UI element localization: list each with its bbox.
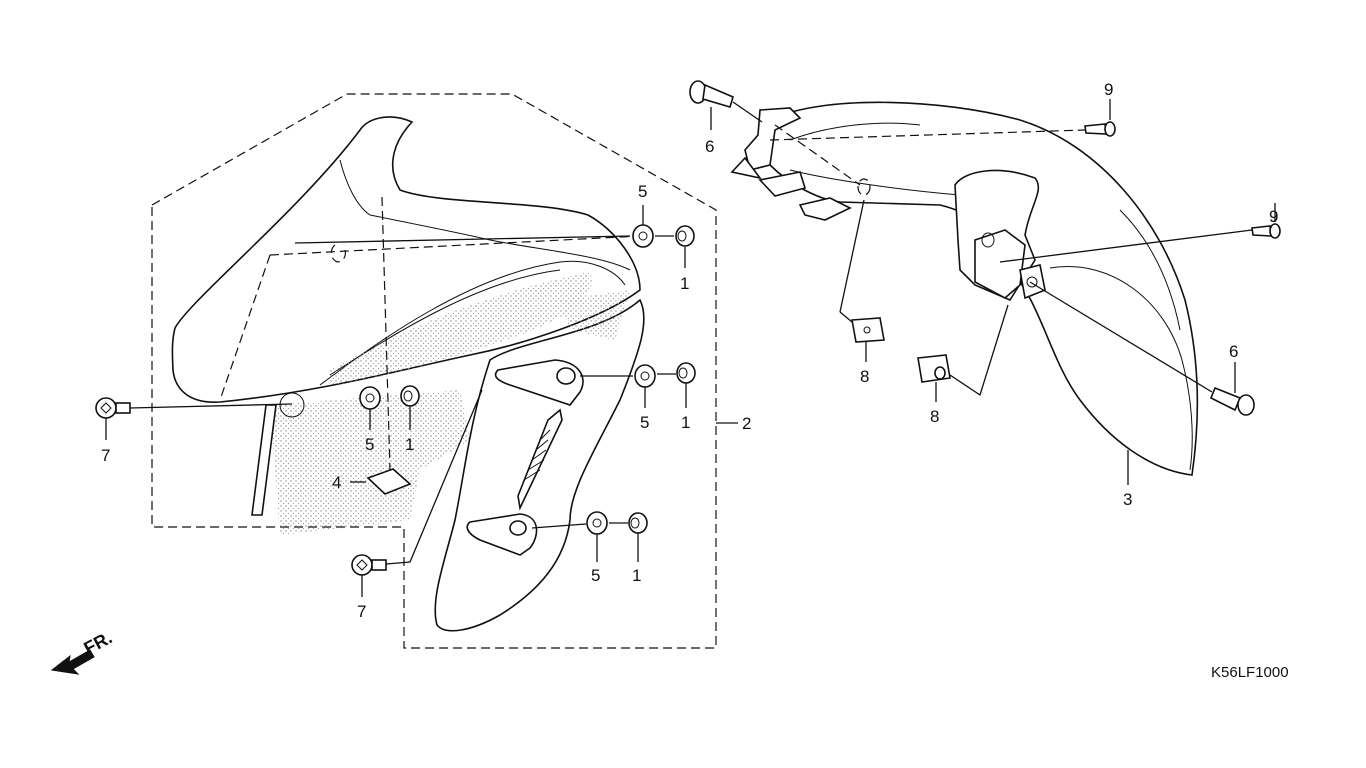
- callout-5-middle: 5: [640, 413, 649, 432]
- callout-1-left: 1: [405, 435, 414, 454]
- callout-4: 4: [332, 473, 341, 492]
- callout-9-upper: 9: [1104, 80, 1113, 99]
- grommet-left: [359, 386, 381, 410]
- front-fender-group: [689, 80, 1281, 485]
- screw-9-lower: [1251, 223, 1281, 239]
- callout-8-right: 8: [930, 407, 939, 426]
- cowl-stipple-upper: [330, 272, 592, 385]
- fender-rear-tab: [744, 107, 802, 171]
- screw-9-upper: [1084, 121, 1116, 137]
- callout-6-upper: 6: [705, 137, 714, 156]
- diagram-code: K56LF1000: [1211, 664, 1289, 681]
- collar-left: [400, 385, 420, 407]
- callout-7-lower: 7: [357, 602, 366, 621]
- clip-nut-8-left: [851, 317, 885, 343]
- collar-upper: [675, 225, 695, 247]
- screw-6-lower: [1209, 386, 1255, 416]
- cowl-stipple-lower: [270, 390, 470, 535]
- cowl-mounting-stay: [251, 404, 277, 516]
- callout-8-left: 8: [860, 367, 869, 386]
- callout-5-upper: 5: [638, 182, 647, 201]
- callout-1-lower: 1: [632, 566, 641, 585]
- clip-nut-8-right: [917, 354, 951, 383]
- collar-lower: [628, 512, 648, 534]
- callout-5-left: 5: [365, 435, 374, 454]
- callout-2: 2: [742, 414, 751, 433]
- label-pad-part-4: [366, 468, 412, 495]
- callout-1-upper: 1: [680, 274, 689, 293]
- callout-1-middle: 1: [681, 413, 690, 432]
- screw-7-upper: [95, 397, 131, 419]
- callout-6-lower: 6: [1229, 342, 1238, 361]
- screw-6-upper: [689, 80, 734, 108]
- collar-middle: [676, 362, 696, 384]
- grommet-upper: [632, 224, 654, 248]
- grommet-middle: [634, 364, 656, 388]
- callout-3: 3: [1123, 490, 1132, 509]
- screw-7-lower: [351, 554, 387, 576]
- callout-7-upper: 7: [101, 446, 110, 465]
- callout-5-lower: 5: [591, 566, 600, 585]
- front-cowl-group: [95, 93, 738, 649]
- callout-9-lower: 9: [1269, 207, 1278, 226]
- front-direction-arrow-icon: [50, 649, 95, 675]
- grommet-lower: [586, 511, 608, 535]
